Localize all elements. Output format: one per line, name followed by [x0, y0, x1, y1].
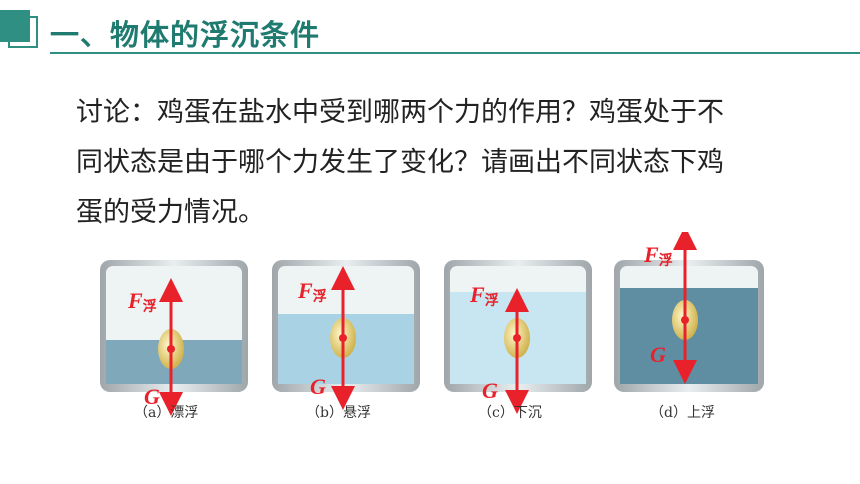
buoyancy-label-sinking: F浮 — [470, 282, 499, 309]
buoyancy-label-rising: F浮 — [644, 242, 673, 269]
gravity-label-sinking: G — [482, 378, 498, 403]
discussion-line-2: 同状态是由于哪个力发生了变化？请画出不同状态下鸡 — [76, 147, 724, 178]
header-mark-square-fill — [0, 10, 30, 42]
caption-sinking: （c）下沉 — [478, 405, 542, 421]
gravity-label-floating: G — [144, 384, 160, 409]
discussion-paragraph: 讨论：鸡蛋在盐水中受到哪两个力的作用？鸡蛋处于不 同状态是由于哪个力发生了变化？… — [76, 88, 786, 238]
discussion-line-1: 讨论：鸡蛋在盐水中受到哪两个力的作用？鸡蛋处于不 — [76, 97, 724, 128]
discussion-line-3: 蛋的受力情况。 — [76, 197, 265, 228]
beaker-floating — [100, 260, 248, 416]
beaker-suspended — [272, 260, 420, 410]
page-title: 一、物体的浮沉条件 — [50, 18, 321, 52]
buoyancy-label-floating: F浮 — [128, 288, 157, 315]
caption-rising: （d）上浮 — [650, 405, 715, 421]
buoyancy-label-suspended: F浮 — [298, 278, 327, 305]
beakers-illustration — [100, 232, 764, 416]
gravity-label-rising: G — [650, 342, 666, 367]
header-mark — [0, 10, 44, 48]
caption-floating: （a）漂浮 — [134, 405, 199, 421]
egg-states-figure: F浮 G F浮 G F浮 G F浮 G （a）漂浮 （b）悬浮 （c）下沉 （d… — [94, 232, 770, 428]
beaker-rising — [614, 232, 764, 392]
header-underline — [50, 52, 860, 54]
gravity-label-suspended: G — [310, 374, 326, 399]
beaker-sinking — [444, 260, 592, 414]
header-mark-square-outline — [8, 16, 38, 48]
caption-suspended: （b）悬浮 — [306, 405, 371, 421]
